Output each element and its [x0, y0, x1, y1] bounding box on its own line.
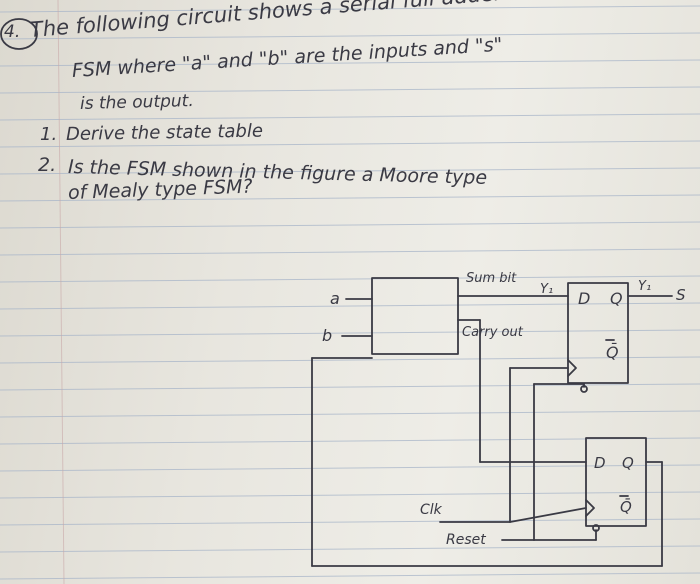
clk-triangle-bottom	[585, 499, 595, 517]
ff-top-q-label: Q	[610, 289, 623, 308]
ruled-line	[0, 167, 700, 175]
flip-flop-top	[567, 282, 629, 384]
output-s-label: S	[676, 286, 686, 304]
ruled-line	[0, 113, 700, 121]
ruled-line	[0, 329, 700, 337]
task-1-number: 1.	[40, 124, 58, 145]
ruled-line	[0, 194, 700, 202]
ruled-line	[0, 275, 700, 283]
margin-line	[57, 0, 65, 584]
clk-label: Clk	[420, 502, 443, 518]
reset-bubble-bottom	[592, 524, 600, 532]
y1-left-label: Y₁	[540, 282, 553, 297]
ruled-line	[0, 356, 700, 364]
reset-bubble-top	[580, 385, 588, 393]
question-number: 4.	[4, 22, 21, 42]
flip-flop-bottom	[585, 437, 647, 527]
ruled-line	[0, 140, 700, 148]
ff-bottom-d-label: D	[594, 454, 606, 472]
ruled-line	[0, 545, 700, 553]
ruled-line	[0, 5, 700, 13]
ruled-line	[0, 302, 700, 310]
ruled-line	[0, 86, 700, 94]
ruled-line	[0, 221, 700, 229]
ruled-line	[0, 32, 700, 40]
ruled-line	[0, 410, 700, 418]
clk-to-bottom-ff	[509, 507, 587, 523]
ruled-line	[0, 572, 700, 580]
ff-top-qbar-label: Q̄	[606, 343, 619, 362]
ff-top-d-label: D	[578, 289, 590, 308]
ruled-line	[0, 518, 700, 526]
ruled-line	[0, 491, 700, 499]
y1-right-label: Y₁	[638, 279, 651, 294]
ff-bottom-q-label: Q	[622, 454, 634, 472]
ff-bottom-qbar-label: Q̄	[620, 497, 632, 516]
full-adder-block	[371, 277, 459, 355]
question-number-circle	[0, 18, 38, 50]
ruled-line	[0, 437, 700, 445]
clk-triangle-top	[567, 359, 577, 377]
ruled-line	[0, 464, 700, 472]
input-a-label: a	[330, 289, 340, 308]
ruled-line	[0, 59, 700, 67]
input-b-label: b	[322, 326, 332, 345]
sum-bit-label: Sum bit	[466, 271, 517, 286]
reset-label: Reset	[446, 532, 486, 548]
task-2-number: 2.	[38, 154, 57, 176]
carry-out-label: Carry out	[462, 325, 524, 340]
ruled-line	[0, 248, 700, 256]
